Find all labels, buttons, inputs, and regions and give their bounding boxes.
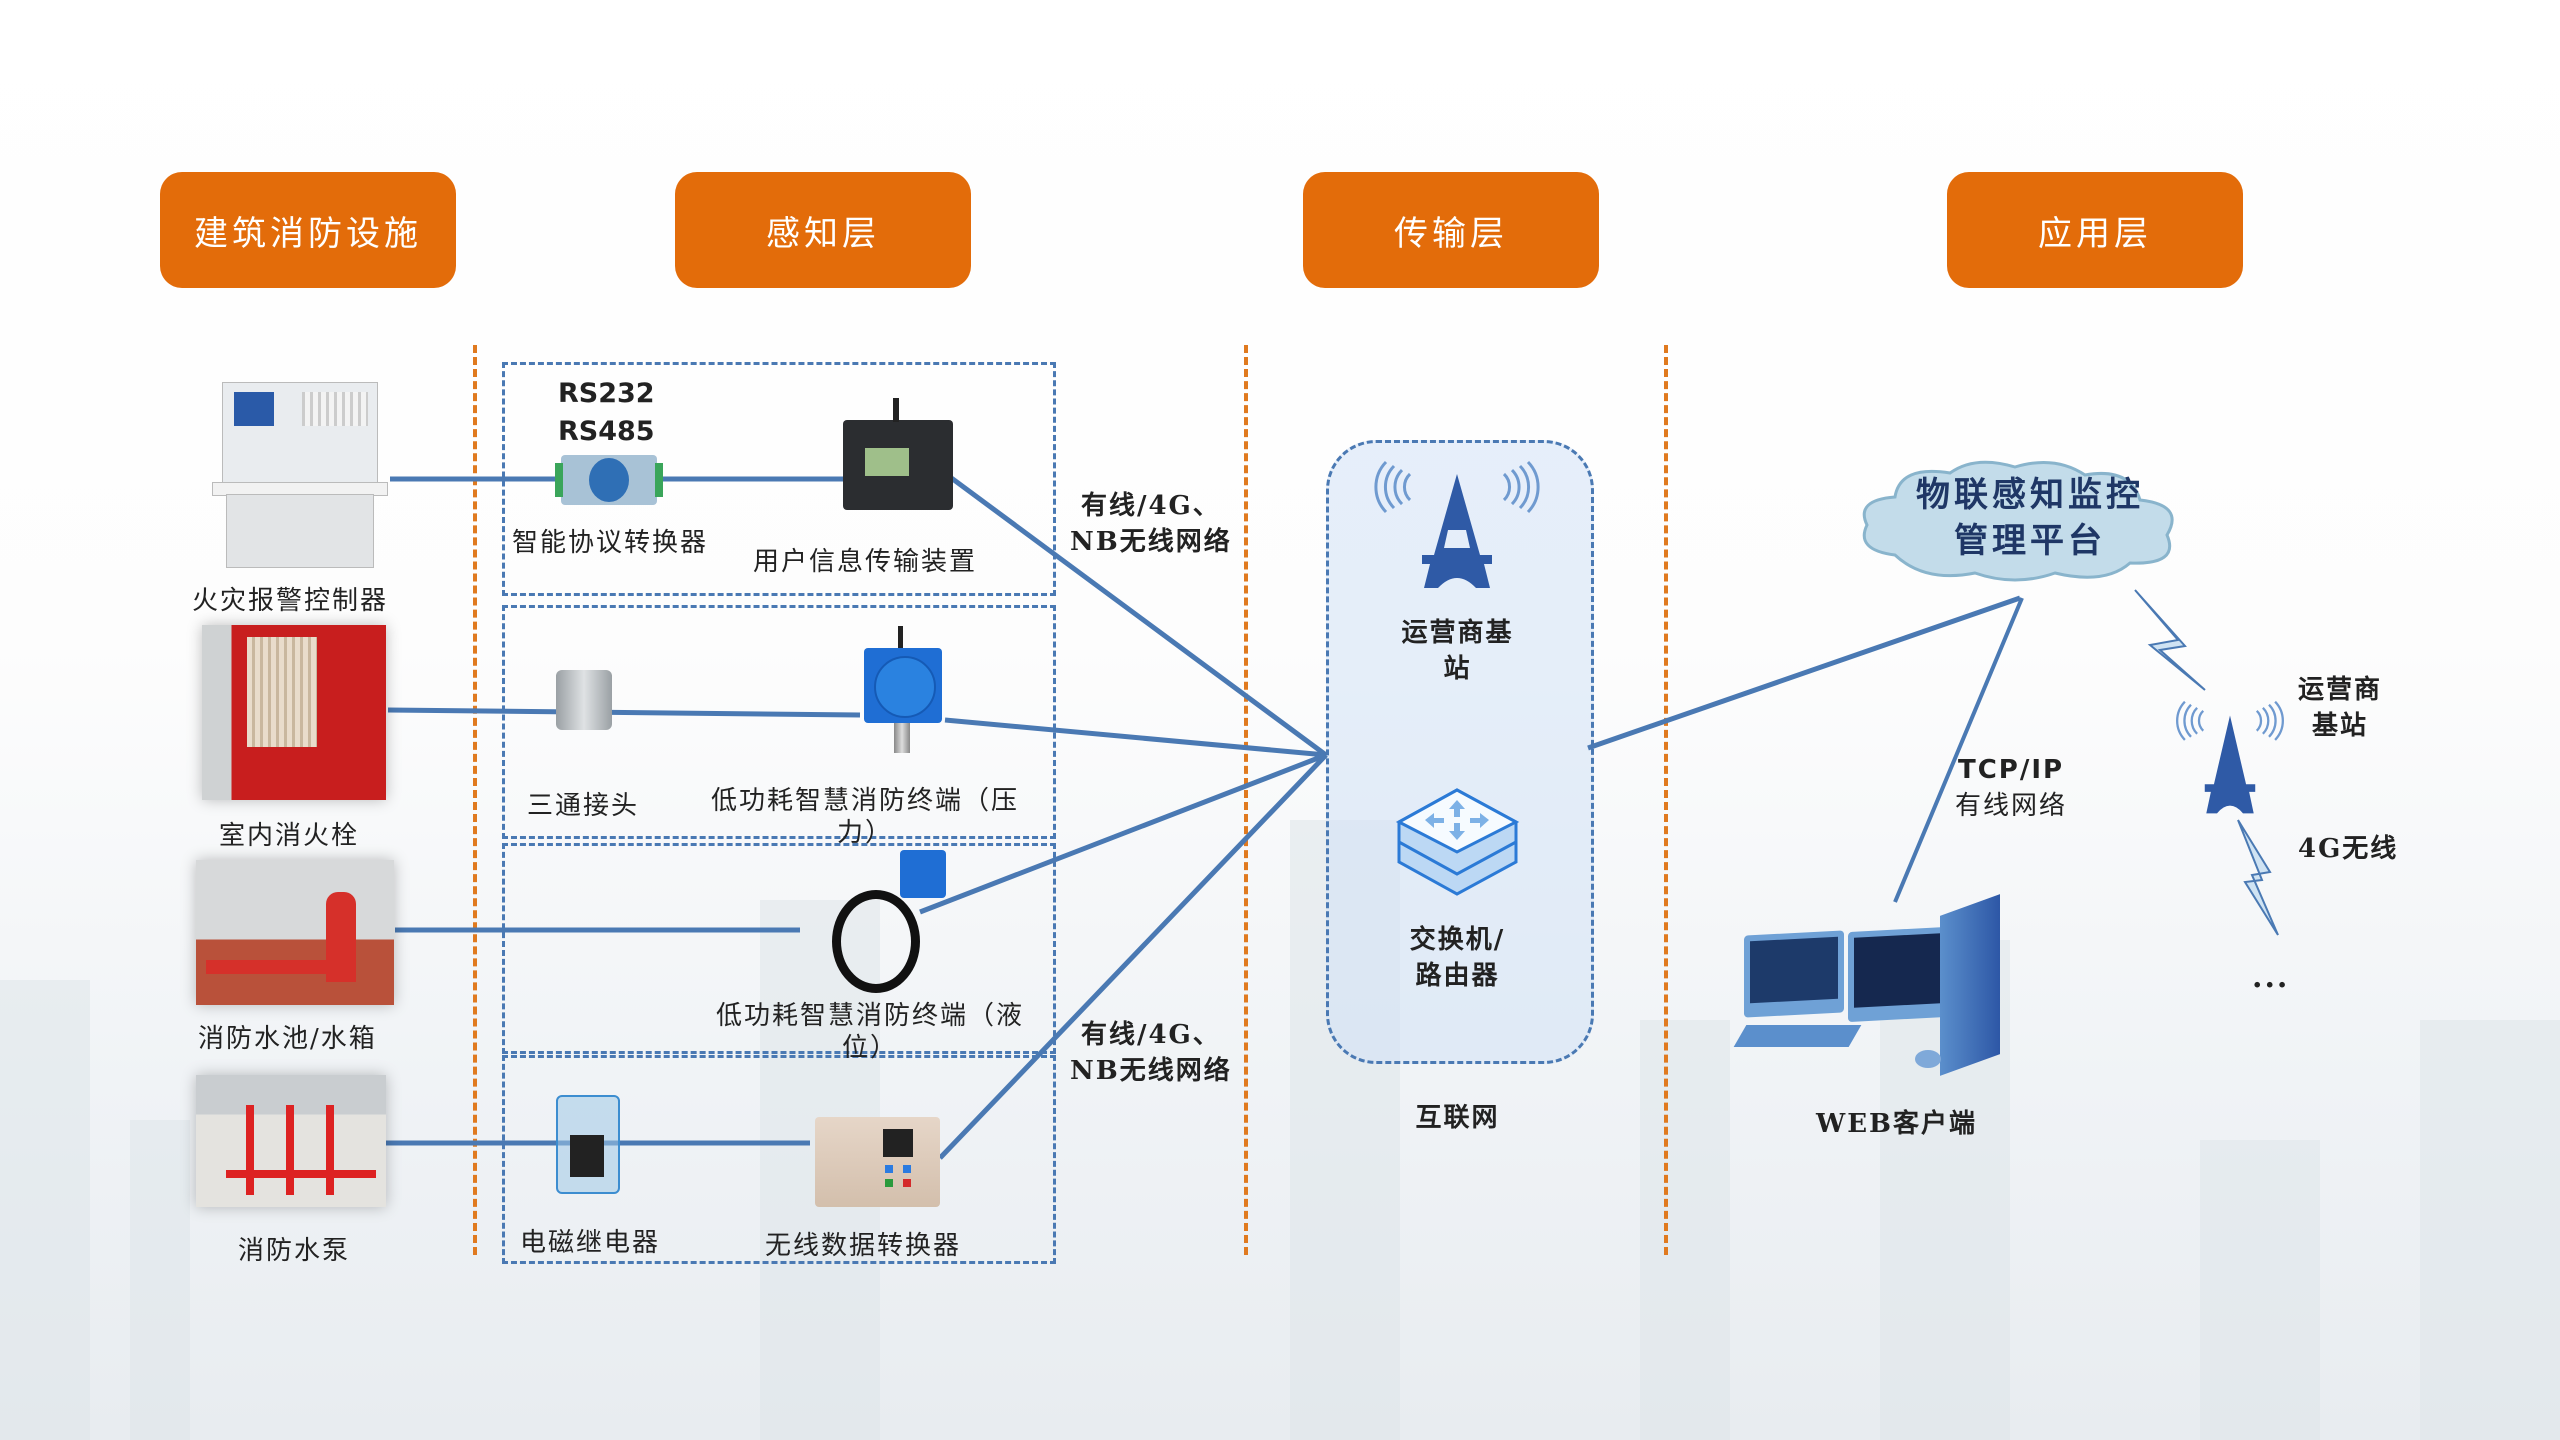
platform-label: 物联感知监控 管理平台 — [1880, 472, 2180, 564]
link-hydrant-to-pressure — [387, 707, 861, 718]
protocol-converter-label: 智能协议转换器 — [512, 528, 709, 558]
wireless-converter-label: 无线数据转换器 — [765, 1231, 962, 1261]
protocol-label: RS232 RS485 — [558, 375, 655, 451]
header-application-layer: 应用层 — [1947, 172, 2243, 288]
tcpip-line1: TCP/IP — [1957, 755, 2065, 785]
network-label-line1: 有线/4G、 — [1080, 491, 1221, 521]
protocol-rs232: RS232 — [558, 378, 655, 409]
operator-base-station-label: 运营商 基站 — [2298, 672, 2382, 744]
layer-separator — [473, 345, 477, 1255]
header-perception-layer: 感知层 — [675, 172, 971, 288]
operator-line1: 运营商 — [2298, 675, 2383, 705]
network-label-upper: 有线/4G、 NB无线网络 — [1070, 488, 1232, 560]
layer-separator — [1244, 345, 1248, 1255]
more-ellipsis: ... — [2252, 960, 2290, 995]
operator-line2: 基站 — [2312, 711, 2369, 741]
perception-group-pump — [502, 1055, 1056, 1264]
link-level-to-network — [919, 752, 1327, 915]
fire-pump-image — [196, 1075, 386, 1207]
facility-label: 火灾报警控制器 — [192, 586, 389, 616]
pressure-terminal-image — [864, 626, 942, 753]
header-transport-layer: 传输层 — [1303, 172, 1599, 288]
link-webclient-to-platform — [1893, 597, 2024, 903]
facility-label: 消防水池/水箱 — [198, 1024, 377, 1054]
lightning-icon — [2134, 589, 2206, 691]
link-pressure-to-network — [944, 717, 1327, 758]
tcpip-line2: 有线网络 — [1955, 791, 2068, 821]
platform-label-line2: 管理平台 — [1954, 521, 2106, 561]
bg-building — [2420, 1020, 2560, 1440]
water-tank-image — [196, 860, 394, 1005]
tee-joint-label: 三通接头 — [527, 791, 640, 821]
user-info-device-label: 用户信息传输装置 — [753, 547, 978, 577]
fire-alarm-controller-image — [212, 382, 388, 572]
web-client-computer-icon — [1733, 894, 2060, 1080]
4g-wireless-label: 4G无线 — [2298, 834, 2399, 864]
network-label-lower: 有线/4G、 NB无线网络 — [1070, 1017, 1232, 1089]
switch-router-icon — [1395, 788, 1520, 896]
perception-group-level — [502, 843, 1056, 1054]
cell-tower-icon — [1374, 460, 1540, 588]
protocol-rs485: RS485 — [558, 416, 655, 447]
protocol-converter-image — [555, 455, 663, 505]
bg-building — [130, 1120, 190, 1440]
base-station-line1: 运营商基 — [1401, 618, 1514, 648]
operator-tower-icon — [2176, 700, 2284, 814]
header-building-facilities: 建筑消防设施 — [160, 172, 456, 288]
internet-label: 互联网 — [1415, 1103, 1500, 1133]
transport-network-box — [1326, 440, 1594, 1064]
platform-label-line1: 物联感知监控 — [1916, 475, 2144, 515]
relay-label: 电磁继电器 — [520, 1228, 661, 1258]
network-label-line2: NB无线网络 — [1070, 1056, 1232, 1086]
pressure-terminal-label: 低功耗智慧消防终端（压力） — [710, 786, 1019, 848]
switch-router-label: 交换机/ 路由器 — [1350, 922, 1565, 994]
network-label-line2: NB无线网络 — [1070, 527, 1232, 557]
level-terminal-image — [830, 850, 946, 993]
switch-router-line1: 交换机/ — [1409, 925, 1506, 955]
tee-joint-image — [556, 670, 612, 730]
link-uitd-to-network — [948, 474, 1328, 758]
wireless-data-converter-image — [815, 1117, 940, 1207]
indoor-hydrant-image — [202, 625, 386, 800]
tcpip-label: TCP/IP 有线网络 — [1955, 752, 2067, 824]
facility-label: 消防水泵 — [238, 1236, 351, 1266]
cloud-platform-icon — [1862, 460, 2174, 582]
link-converter-to-network — [938, 753, 1328, 1160]
network-label-line1: 有线/4G、 — [1080, 1020, 1221, 1050]
bg-building — [0, 980, 90, 1440]
user-info-transmission-device-image — [843, 398, 953, 510]
facility-label: 室内消火栓 — [219, 821, 360, 851]
level-terminal-label: 低功耗智慧消防终端（液位） — [715, 1001, 1024, 1063]
web-client-label: WEB客户端 — [1816, 1109, 1977, 1139]
layer-separator — [1664, 345, 1668, 1255]
switch-router-line2: 路由器 — [1415, 961, 1500, 991]
lightning-icon — [2237, 819, 2279, 936]
base-station-label: 运营商基 站 — [1350, 615, 1565, 687]
perception-group-pressure — [502, 605, 1056, 839]
base-station-line2: 站 — [1443, 654, 1472, 684]
bg-building — [2200, 1140, 2320, 1440]
link-network-to-platform — [1587, 595, 2021, 751]
bg-building — [1640, 1020, 1730, 1440]
relay-image — [556, 1095, 620, 1194]
